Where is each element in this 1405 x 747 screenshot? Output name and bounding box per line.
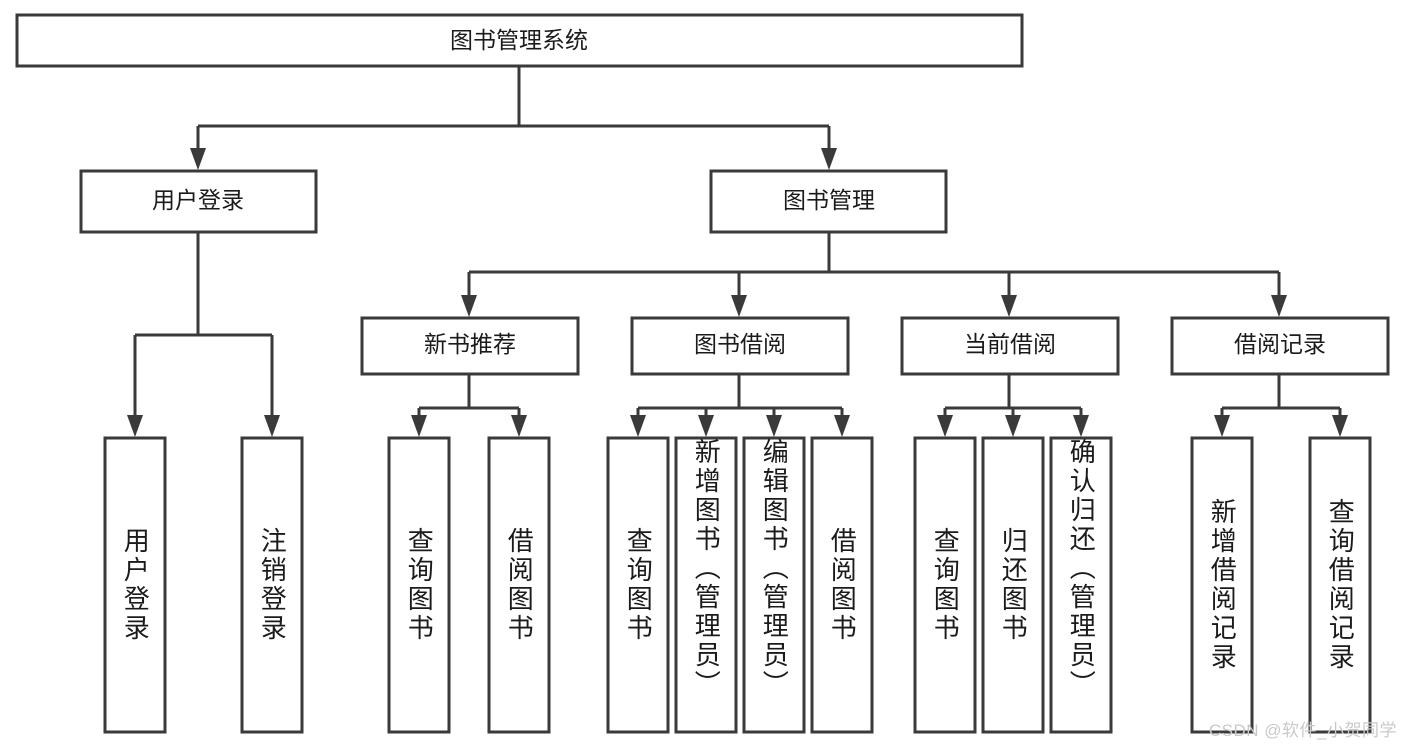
arrowhead-leaf-borrow-book-1 <box>511 415 527 437</box>
node-new-book-recommend-box[interactable] <box>360 316 580 376</box>
connector-group-user-login <box>127 232 280 437</box>
leaf-box-query-book-2[interactable] <box>606 436 670 734</box>
arrowhead-leaf-logout-login <box>264 415 280 437</box>
connector-group-new-book-recommend <box>411 374 527 437</box>
node-book-management-box[interactable] <box>709 169 948 234</box>
leaf-box-query-book-3[interactable] <box>913 436 977 734</box>
node-book-management[interactable]: 图书管理 <box>709 169 948 234</box>
arrowhead-leaf-query-book-2 <box>630 415 646 437</box>
arrowhead-leaf-query-book-3 <box>937 415 953 437</box>
arrowhead-leaf-confirm-return <box>1073 415 1089 437</box>
leaf-box-query-record[interactable] <box>1308 436 1372 734</box>
node-borrow-record[interactable]: 借阅记录 <box>1170 316 1390 376</box>
arrowhead-book-management <box>821 148 837 170</box>
node-current-borrow-box[interactable] <box>900 316 1120 376</box>
node-user-login[interactable]: 用户登录 <box>79 169 318 234</box>
node-current-borrow[interactable]: 当前借阅 <box>900 316 1120 376</box>
leaf-box-user-login[interactable] <box>103 436 167 734</box>
leaf-box-add-record[interactable] <box>1190 436 1254 734</box>
node-new-book-recommend[interactable]: 新书推荐 <box>360 316 580 376</box>
connector-group-current-borrow <box>937 374 1089 437</box>
leaf-box-return-book[interactable] <box>981 436 1045 734</box>
connector-group-root <box>190 66 837 170</box>
leaf-boxes <box>103 436 1372 734</box>
connector-group-borrow-record <box>1214 374 1348 437</box>
node-new-book-recommend-label: 新书推荐 <box>424 331 516 357</box>
node-root[interactable]: 图书管理系统 <box>15 13 1024 68</box>
node-book-borrow-label: 图书借阅 <box>694 331 786 357</box>
arrowhead-leaf-borrow-book-2 <box>834 415 850 437</box>
leaf-box-add-book[interactable] <box>674 436 738 734</box>
node-root-box[interactable] <box>15 13 1024 68</box>
arrowhead-leaf-add-book <box>698 415 714 437</box>
node-book-borrow-box[interactable] <box>630 316 850 376</box>
leaf-box-edit-book[interactable] <box>742 436 806 734</box>
node-user-login-label: 用户登录 <box>152 187 244 213</box>
arrowhead-leaf-edit-book <box>766 415 782 437</box>
arrowhead-leaf-query-record <box>1332 415 1348 437</box>
arrowhead-leaf-return-book <box>1005 415 1021 437</box>
leaf-box-confirm-return[interactable] <box>1049 436 1113 734</box>
leaf-box-query-book-1[interactable] <box>387 436 451 734</box>
arrowhead-current-borrow <box>1001 295 1017 317</box>
node-book-borrow[interactable]: 图书借阅 <box>630 316 850 376</box>
arrowhead-book-borrow <box>731 295 747 317</box>
connector-group-book-management <box>461 232 1287 317</box>
leaf-box-borrow-book-1[interactable] <box>487 436 551 734</box>
arrowhead-user-login <box>190 148 206 170</box>
node-borrow-record-box[interactable] <box>1170 316 1390 376</box>
node-user-login-box[interactable] <box>79 169 318 234</box>
node-root-label: 图书管理系统 <box>450 27 588 53</box>
arrowhead-leaf-user-login <box>127 415 143 437</box>
node-book-management-label: 图书管理 <box>783 187 875 213</box>
leaf-box-borrow-book-2[interactable] <box>810 436 874 734</box>
arrowhead-leaf-query-book-1 <box>411 415 427 437</box>
node-borrow-record-label: 借阅记录 <box>1234 331 1326 357</box>
arrowhead-new-book-recommend <box>461 295 477 317</box>
connector-group-book-borrow <box>630 374 850 437</box>
watermark-text: CSDN @软件_小贺同学 <box>1208 721 1397 740</box>
node-current-borrow-label: 当前借阅 <box>964 331 1056 357</box>
leaf-box-logout-login[interactable] <box>240 436 304 734</box>
arrowhead-leaf-add-record <box>1214 415 1230 437</box>
arrowhead-borrow-record <box>1271 295 1287 317</box>
